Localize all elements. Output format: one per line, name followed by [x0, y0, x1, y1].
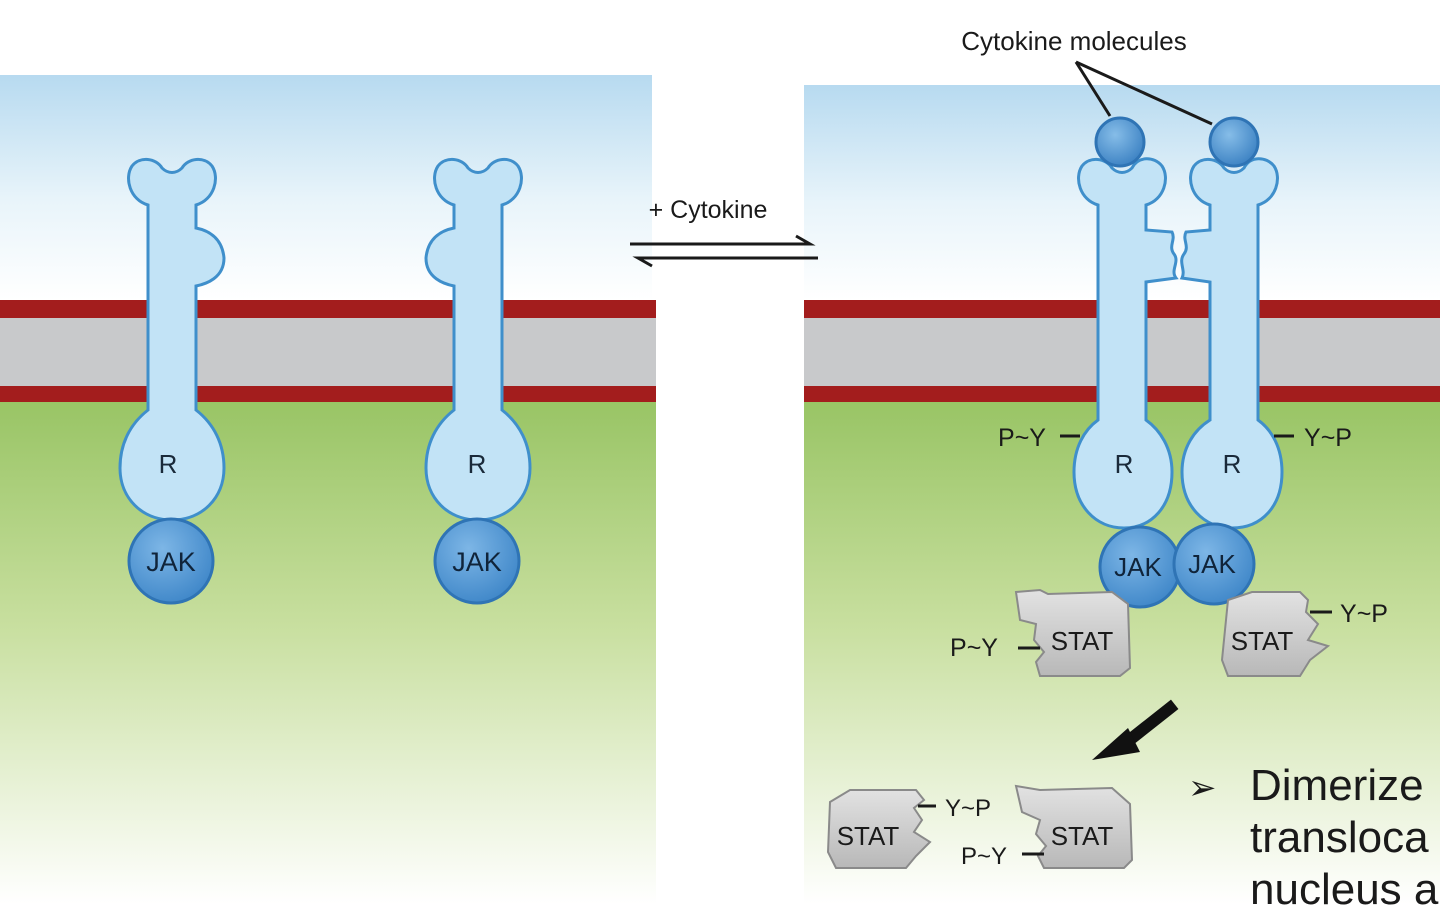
arrow-head — [1092, 728, 1140, 760]
stat-protein — [1014, 588, 1132, 677]
caption-lines: Dimerize transloca nucleus a — [1250, 760, 1438, 916]
jak-label: JAK — [146, 547, 196, 577]
stat-dimer-right: STAT P~Y — [961, 784, 1134, 870]
receptor-bound-2: R JAK Y~P — [1172, 116, 1352, 606]
stat-left-monomer: STAT P~Y — [950, 588, 1132, 677]
stat-label: STAT — [1051, 821, 1114, 851]
receptor-bound-1: R JAK P~Y — [998, 116, 1182, 609]
pointer-line-right — [1075, 60, 1213, 126]
stat-label: STAT — [837, 821, 900, 851]
phosphotyrosine-label: Y~P — [1340, 600, 1388, 628]
caption-line-3: nucleus a — [1250, 865, 1439, 914]
receptor-unbound-2: R JAK — [424, 158, 532, 605]
jak-label: JAK — [1188, 549, 1236, 579]
phosphotyrosine-label: Y~P — [945, 795, 991, 822]
receptor-body — [1179, 157, 1284, 530]
stat-protein — [1014, 784, 1134, 869]
phosphotyrosine-label: P~Y — [950, 634, 998, 662]
left-panel — [0, 75, 656, 904]
cytokine-molecule — [1094, 116, 1146, 168]
receptor-label: R — [1223, 449, 1242, 479]
equilibrium-arrows: + Cytokine — [630, 196, 818, 268]
phosphotyrosine-label: P~Y — [998, 424, 1046, 452]
stat-label: STAT — [1231, 626, 1294, 656]
phosphotyrosine-label: P~Y — [961, 843, 1007, 870]
receptor-label: R — [468, 449, 487, 479]
stat-label: STAT — [1051, 626, 1114, 656]
receptor-unbound-1: R JAK — [118, 158, 226, 605]
forward-arrow — [630, 234, 816, 246]
caption-line-2: transloca — [1250, 813, 1429, 862]
membrane-core-left — [0, 318, 656, 386]
stat-dimer: STAT Y~P STAT P~Y — [826, 784, 1134, 870]
cytoplasm-left — [0, 402, 656, 904]
receptor-body — [424, 158, 532, 522]
caption-line-1: Dimerize — [1250, 761, 1424, 810]
dimerization-arrow — [1092, 699, 1179, 760]
receptor-label: R — [159, 449, 178, 479]
jak-kinase — [433, 517, 521, 605]
jak-label: JAK — [1114, 552, 1162, 582]
cytokine-callout: Cytokine molecules — [961, 26, 1213, 126]
jak-kinase — [1172, 522, 1256, 606]
stat-protein — [1220, 591, 1331, 677]
stat-protein — [826, 789, 932, 869]
phosphotyrosine-label: Y~P — [1304, 424, 1352, 452]
receptor-body — [118, 158, 226, 522]
receptor-label: R — [1115, 449, 1134, 479]
plus-cytokine-label: + Cytokine — [649, 196, 768, 224]
stat-dimer-left: STAT Y~P — [826, 789, 991, 869]
jak-label: JAK — [452, 547, 502, 577]
reverse-arrow — [632, 256, 818, 268]
cytokine-molecule — [1208, 116, 1260, 168]
receptor-body — [1072, 157, 1179, 530]
extracellular-space-left — [0, 75, 652, 305]
stat-right-monomer: STAT Y~P — [1220, 591, 1388, 677]
membrane-outer-left — [0, 300, 656, 318]
pointer-line-left — [1074, 61, 1112, 117]
membrane-inner-left — [0, 386, 656, 402]
cytokine-molecules-label: Cytokine molecules — [961, 26, 1186, 56]
jak-kinase — [127, 517, 215, 605]
arrow-bullet-icon: ➢ — [1188, 769, 1217, 807]
